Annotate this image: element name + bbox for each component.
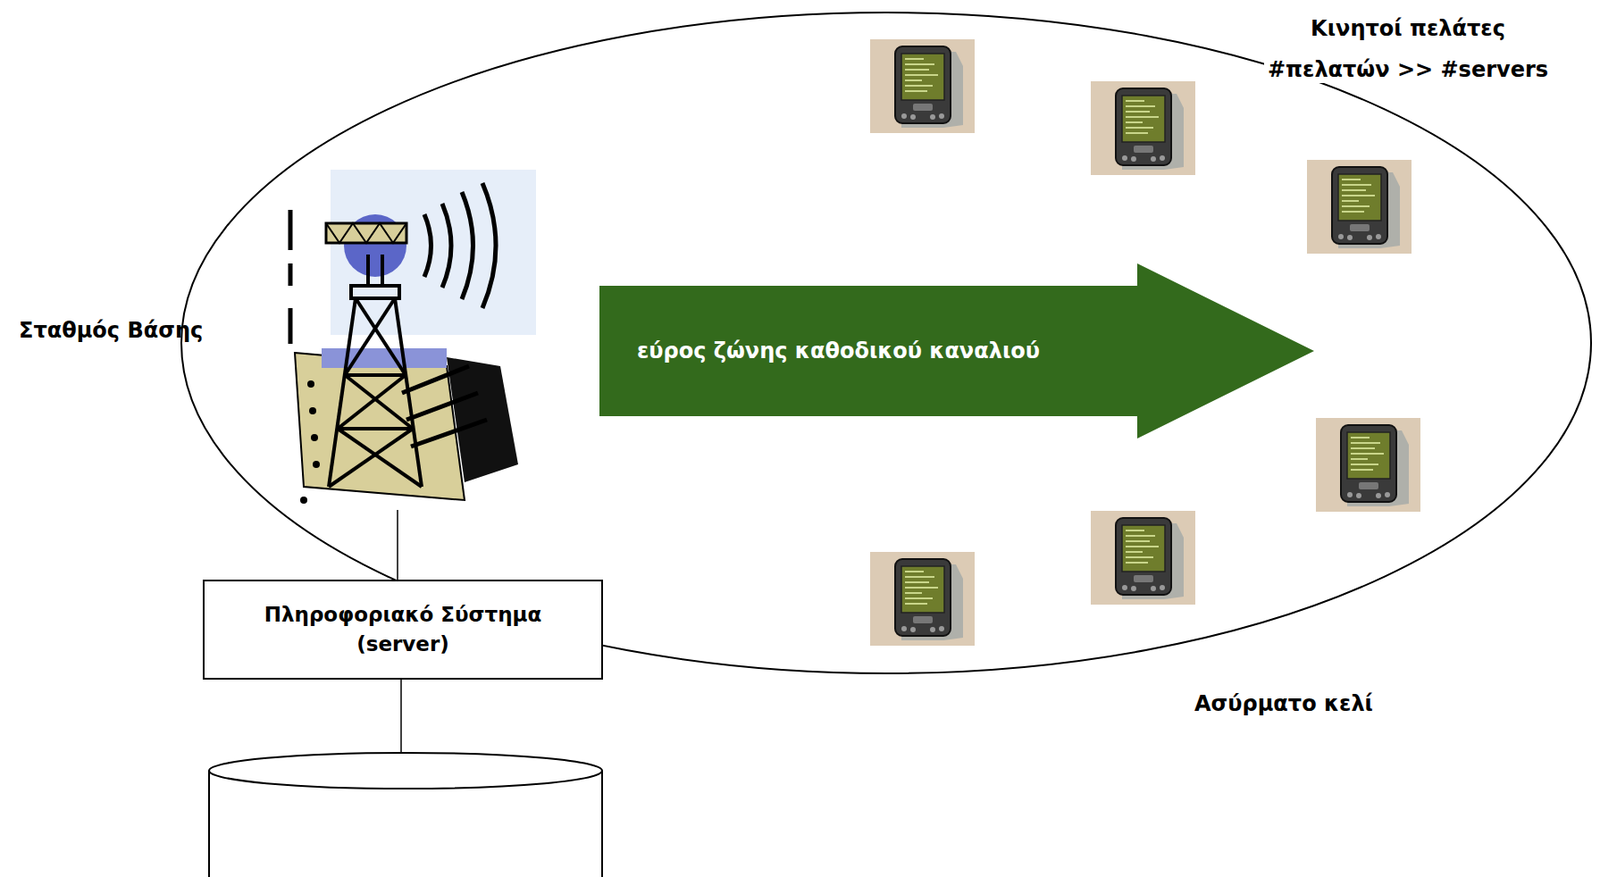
server-box: Πληροφοριακό Σύστημα (server) — [202, 579, 604, 680]
clients-count-label: #πελατών >> #servers — [1264, 56, 1552, 84]
base-station-tower — [290, 169, 537, 504]
base-station-label: Σταθμός Βάσης — [18, 317, 203, 344]
arrow-label: εύρος ζώνης καθοδικού καναλιού — [636, 338, 1040, 364]
db-wire — [400, 679, 403, 754]
cell-label: Ασύρματο κελί — [1194, 690, 1374, 718]
cell-ellipse — [181, 12, 1592, 674]
server-label: Πληροφοριακό Σύστημα (server) — [233, 600, 573, 661]
clients-label: Κινητοί πελάτες — [1306, 15, 1509, 42]
bandwidth-arrow: εύρος ζώνης καθοδικού καναλιού — [599, 263, 1315, 439]
tower-wire — [396, 510, 399, 580]
database-cylinder — [209, 753, 603, 877]
